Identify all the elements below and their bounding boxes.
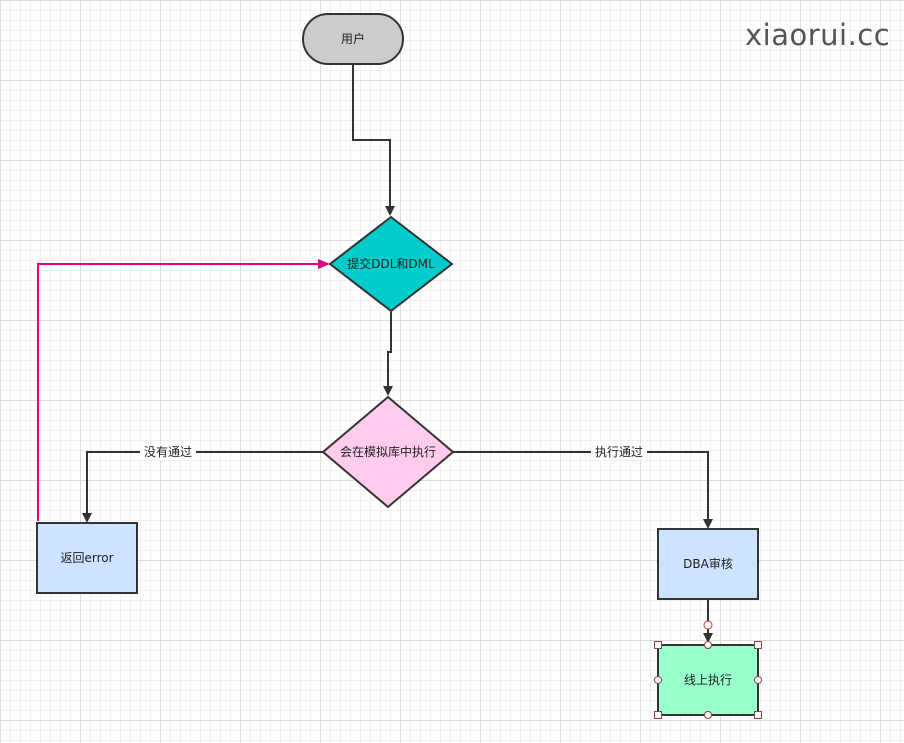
edge-connection-handle[interactable] [703, 620, 713, 630]
node-return-error[interactable]: 返回error [36, 522, 138, 594]
node-dba-review[interactable]: DBA审核 [657, 528, 759, 600]
resize-handle-top-left[interactable] [654, 641, 662, 649]
anchor-handle-bottom[interactable] [704, 711, 712, 719]
selection-handles[interactable] [654, 641, 762, 719]
edge-label-fail-bg [140, 444, 196, 460]
resize-handle-top-right[interactable] [754, 641, 762, 649]
node-return-error-label: 返回error [60, 551, 113, 565]
node-online-exec-label: 线上执行 [684, 673, 732, 687]
node-simulate-exec[interactable]: 会在模拟库中执行 [321, 395, 455, 509]
node-user[interactable]: 用户 [302, 13, 404, 65]
edge-label-pass: 执行通过 [595, 445, 643, 459]
node-dba-review-label: DBA审核 [683, 556, 733, 571]
edge-label-pass-bg [591, 444, 647, 460]
anchor-handle-left[interactable] [654, 676, 662, 684]
edge-simulate-to-dba-review[interactable] [453, 451, 713, 529]
edge-label-fail: 没有通过 [144, 444, 192, 459]
node-submit-ddl-dml[interactable]: 提交DDL和DML [328, 215, 454, 313]
node-online-exec[interactable]: 线上执行 [657, 644, 759, 716]
edge-user-to-submit[interactable] [352, 64, 395, 216]
edge-return-error-loop-to-submit[interactable] [37, 259, 330, 521]
watermark-text: xiaorui.cc [745, 18, 891, 52]
node-submit-label: 提交DDL和DML [347, 256, 435, 271]
node-user-label: 用户 [341, 31, 365, 46]
anchor-handle-top[interactable] [704, 641, 712, 649]
edge-submit-to-simulate[interactable] [383, 312, 393, 396]
edge-simulate-to-return-error[interactable] [82, 451, 323, 523]
resize-handle-bottom-left[interactable] [654, 711, 662, 719]
anchor-handle-right[interactable] [754, 676, 762, 684]
node-simulate-label: 会在模拟库中执行 [340, 444, 436, 459]
resize-handle-bottom-right[interactable] [754, 711, 762, 719]
